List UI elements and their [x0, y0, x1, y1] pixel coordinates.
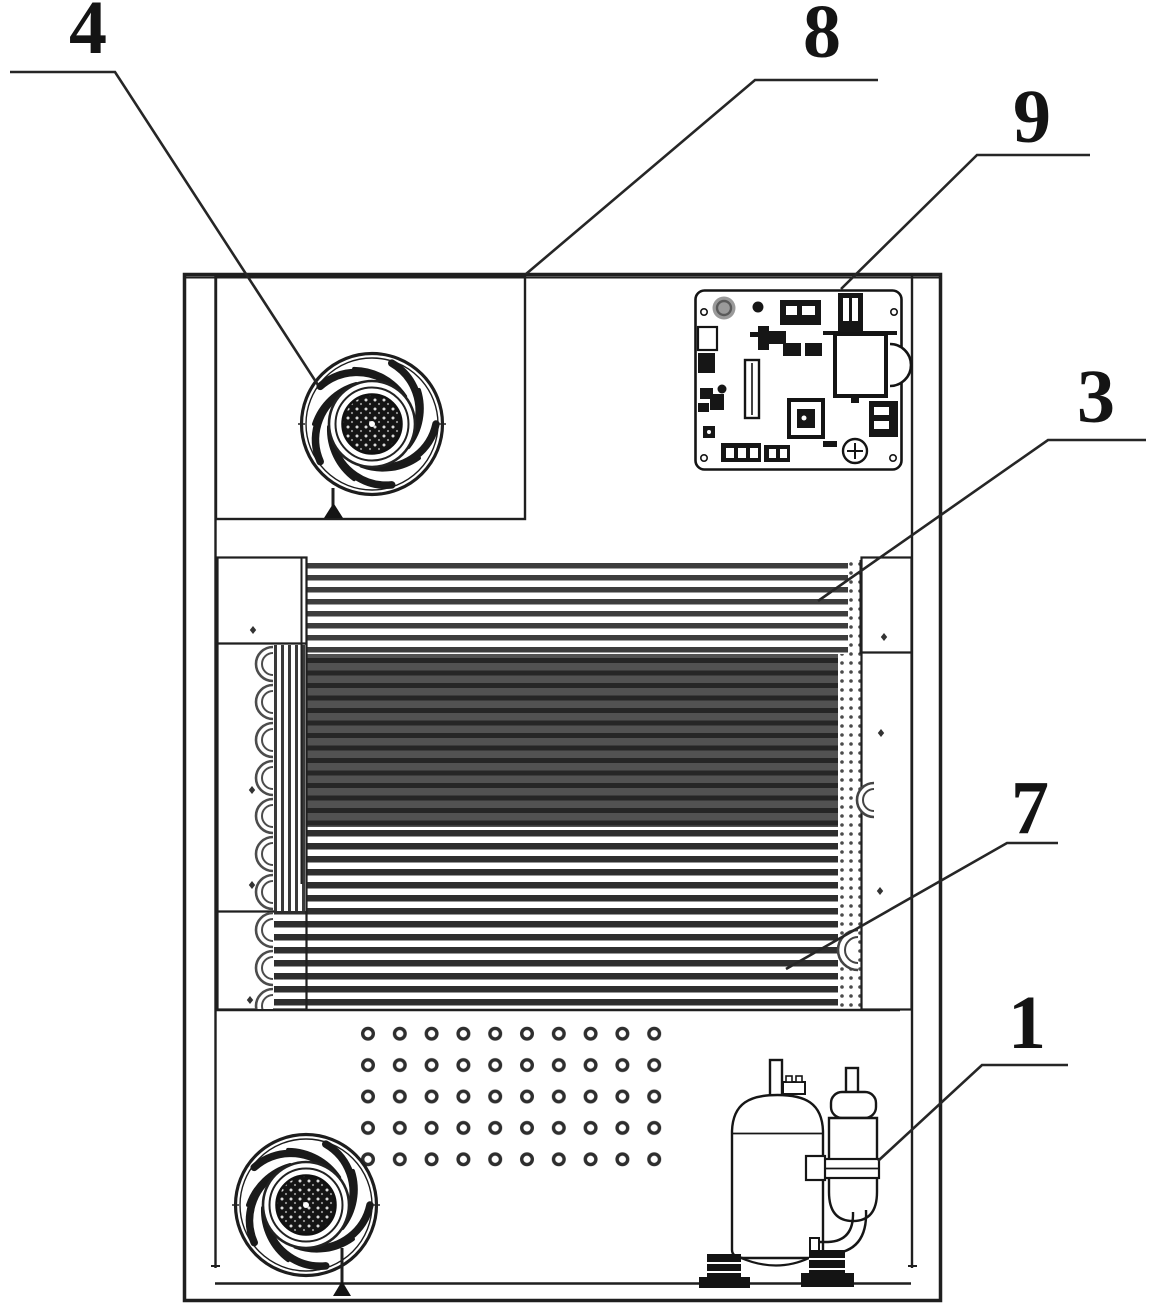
- coil-return-bends-left: [246, 645, 281, 1009]
- label-8: 8: [803, 0, 841, 74]
- leader-lines: [10, 70, 1146, 1162]
- perforated-vent-grid: [352, 1018, 671, 1175]
- label-3: 3: [1077, 355, 1115, 439]
- label-4: 4: [69, 0, 107, 70]
- feet-detail-lines: [707, 1258, 845, 1273]
- compressor-feet: [699, 1250, 854, 1288]
- compressor-base-arc: [740, 1256, 810, 1267]
- bottom-fan: [229, 1132, 380, 1296]
- top-fan-mount-foot: [324, 503, 343, 518]
- suction-elbow-inner: [818, 1211, 855, 1244]
- label-9: 9: [1013, 75, 1051, 159]
- compressor-assembly: [699, 1058, 881, 1288]
- coil-header-dots-bottom: [838, 827, 862, 1010]
- top-fan: [295, 351, 446, 518]
- leader-line-7: [785, 841, 1058, 971]
- compressor-discharge-pipe: [768, 1058, 784, 1100]
- leader-line-1: [877, 1063, 1068, 1162]
- bottom-fan-mount-foot: [333, 1281, 351, 1296]
- leader-line-4: [10, 70, 320, 386]
- leader-line-9: [840, 153, 1090, 290]
- coil-fins-top-band: [307, 560, 848, 654]
- compressor-dome: [730, 1093, 825, 1132]
- control-board: [694, 289, 913, 471]
- heat-exchanger: [215, 556, 913, 1012]
- coil-header-dots-top: [848, 560, 861, 654]
- clamp-tab: [804, 1154, 827, 1182]
- cabinet-outline: [182, 272, 943, 1303]
- label-7: 7: [1011, 766, 1049, 850]
- fitting-bolt-2: [795, 1075, 803, 1083]
- coil-fins-lower-band: [307, 827, 838, 911]
- coil-fins-dark-band: [307, 654, 838, 827]
- leader-line-8: [525, 78, 878, 275]
- compressor-fitting: [782, 1081, 806, 1095]
- accumulator-cap: [829, 1090, 878, 1120]
- leader-line-3: [817, 438, 1146, 603]
- fitting-bolt: [785, 1075, 793, 1083]
- pcb-corner-holes: [699, 307, 898, 462]
- pcb-components: [696, 293, 913, 465]
- cabinet-outer-wall: [182, 272, 943, 1303]
- label-1: 1: [1008, 981, 1046, 1065]
- coil-fins-bottom-band: [274, 911, 838, 1010]
- fan-compartment-box: [214, 274, 527, 521]
